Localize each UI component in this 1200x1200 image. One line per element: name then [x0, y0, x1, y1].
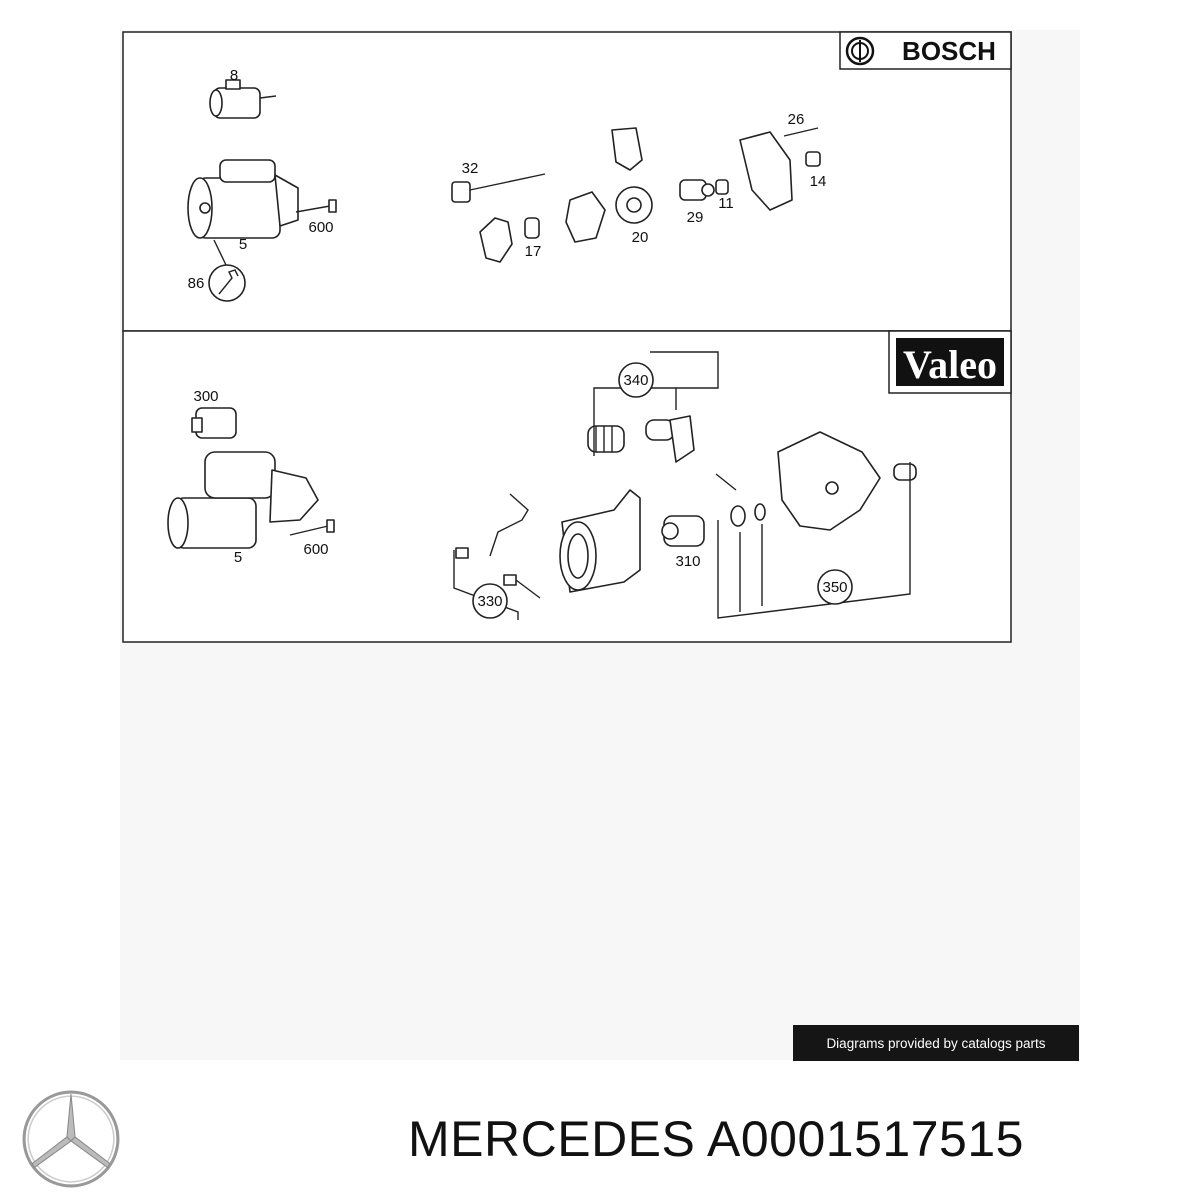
callout-8: 8 [230, 67, 238, 84]
bolt-part [295, 199, 337, 213]
callout-600-valeo: 600 [303, 541, 328, 558]
pinion-part [679, 179, 729, 201]
wrench-icon [208, 239, 246, 302]
part-number: A0001517515 [707, 1111, 1024, 1167]
callout-11: 11 [718, 195, 734, 212]
callout-600: 600 [308, 219, 333, 236]
brand-name: MERCEDES [408, 1111, 696, 1167]
pinion-part-valeo [661, 515, 705, 547]
callout-5-valeo: 5 [234, 549, 242, 566]
starter-motor-part-valeo [167, 451, 319, 549]
through-bolt-part [451, 173, 546, 203]
callout-32: 32 [462, 160, 479, 177]
brush-holder-part [565, 127, 653, 243]
callout-circle-330 [472, 583, 508, 619]
callout-17: 17 [525, 243, 542, 260]
mercedes-star-icon [22, 1090, 120, 1188]
callout-14: 14 [810, 173, 827, 190]
starter-motor-part [187, 159, 299, 239]
callout-330: 330 [477, 593, 502, 610]
callout-300: 300 [193, 388, 218, 405]
solenoid-part [209, 79, 277, 119]
diagram-credit-banner: Diagrams provided by catalogs parts [793, 1025, 1079, 1061]
callout-circle-350 [817, 569, 853, 605]
bosch-logo: BOSCH [839, 31, 1012, 70]
valeo-logo: Valeo [888, 330, 1012, 394]
callout-310: 310 [675, 553, 700, 570]
callout-20: 20 [632, 229, 649, 246]
drive-housing-part [739, 127, 821, 211]
callout-29: 29 [687, 209, 704, 226]
callout-350: 350 [822, 579, 847, 596]
callout-340: 340 [623, 372, 648, 389]
callout-26: 26 [788, 111, 805, 128]
valeo-brand-label: Valeo [903, 342, 997, 387]
callout-5: 5 [239, 236, 247, 253]
end-plate-part [479, 217, 540, 263]
ring-parts [730, 503, 766, 527]
drive-end-housing-part [777, 431, 917, 531]
bosch-brand-label: BOSCH [902, 36, 996, 66]
part-title: MERCEDES A0001517515 [408, 1110, 1024, 1168]
solenoid-part-valeo [191, 407, 237, 439]
callout-circle-340 [618, 362, 654, 398]
field-frame-part [559, 489, 641, 593]
spring-fork-part [587, 415, 737, 491]
starter-motor-parts-diagram: BOSCH Valeo [122, 31, 1012, 643]
bolt-part-valeo [289, 519, 335, 536]
callout-86: 86 [188, 275, 205, 292]
